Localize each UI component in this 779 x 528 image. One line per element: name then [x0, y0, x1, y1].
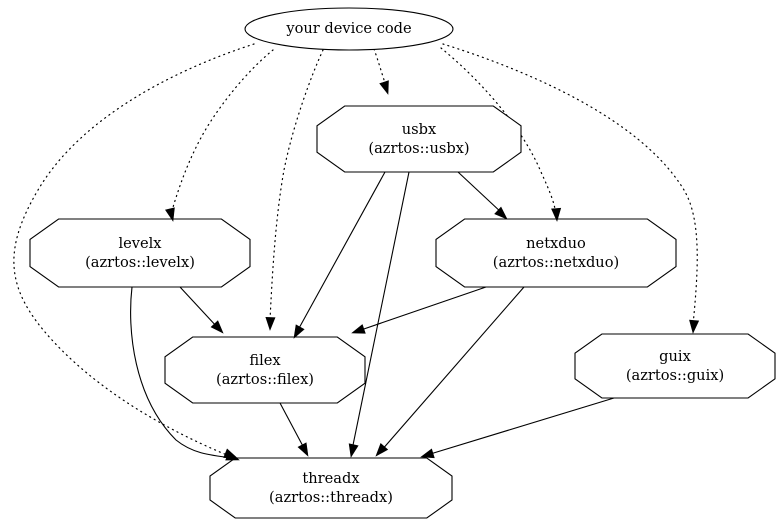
- node-levelx[interactable]: levelx(azrtos::levelx): [29, 218, 251, 288]
- arrowhead-filex_netx: [351, 324, 366, 334]
- node-label-device-primary: your device code: [285, 20, 411, 37]
- node-shape-filex: [164, 336, 366, 404]
- edge-filex-to-threadx: [279, 402, 306, 451]
- node-label-levelx-package: (azrtos::levelx): [85, 254, 195, 271]
- edge-usbx-to-netxduo: [457, 171, 504, 215]
- edge-device-to-filex: [269, 49, 324, 321]
- nodes-layer: your device codeusbx(azrtos::usbx)levelx…: [29, 7, 776, 519]
- node-shape-guix: [574, 333, 776, 399]
- node-label-levelx-primary: levelx: [118, 235, 162, 252]
- node-label-threadx-package: (azrtos::threadx): [269, 489, 393, 506]
- node-shape-device: [244, 7, 454, 51]
- node-label-netxduo-package: (azrtos::netxduo): [493, 254, 619, 271]
- edge-netxduo-to-filex: [357, 286, 487, 332]
- edge-usbx-to-filex: [297, 171, 386, 331]
- node-label-usbx-primary: usbx: [402, 121, 437, 138]
- node-device[interactable]: your device code: [244, 7, 454, 51]
- node-shape-usbx: [316, 105, 522, 173]
- edge-usbx-to-threadx: [351, 171, 410, 451]
- arrowhead-filex: [265, 317, 276, 331]
- edge-device-to-threadx: [13, 43, 255, 458]
- arrowhead-usbx: [379, 80, 389, 95]
- node-guix[interactable]: guix(azrtos::guix): [574, 333, 776, 399]
- node-label-filex-primary: filex: [249, 352, 281, 369]
- edge-levelx-to-threadx: [130, 286, 233, 459]
- node-usbx[interactable]: usbx(azrtos::usbx): [316, 105, 522, 173]
- arrowhead-netxduo_usbx: [494, 206, 508, 220]
- arrowhead-threadx_netx: [375, 443, 389, 457]
- node-netxduo[interactable]: netxduo(azrtos::netxduo): [435, 218, 677, 288]
- edge-device-to-levelx: [170, 49, 274, 215]
- node-label-threadx-primary: threadx: [302, 470, 360, 487]
- edges-layer: [13, 43, 698, 459]
- edge-levelx-to-filex: [179, 286, 219, 329]
- arrowhead-threadx_levelx: [223, 448, 238, 459]
- edge-device-to-netxduo: [440, 47, 557, 215]
- arrowhead-threadx_usbx: [348, 443, 359, 458]
- edge-device-to-usbx: [373, 48, 387, 87]
- arrowheads-layer: [165, 80, 700, 461]
- edge-device-to-guix: [442, 43, 698, 326]
- node-threadx[interactable]: threadx(azrtos::threadx): [209, 457, 453, 519]
- node-shape-netxduo: [435, 218, 677, 288]
- arrowhead-levelx: [165, 207, 175, 222]
- node-label-guix-package: (azrtos::guix): [626, 367, 724, 384]
- node-shape-threadx: [209, 457, 453, 519]
- edge-guix-to-threadx: [426, 397, 615, 456]
- node-shape-levelx: [29, 218, 251, 288]
- node-label-netxduo-primary: netxduo: [526, 235, 586, 252]
- arrowhead-netxduo: [551, 207, 562, 222]
- node-filex[interactable]: filex(azrtos::filex): [164, 336, 366, 404]
- arrowhead-threadx_guix: [420, 448, 435, 459]
- arrowhead-filex_usbx: [293, 324, 305, 339]
- node-label-filex-package: (azrtos::filex): [216, 371, 314, 388]
- arrowhead-guix: [689, 319, 700, 334]
- edge-netxduo-to-threadx: [380, 286, 525, 452]
- arrowhead-threadx_filex: [297, 442, 309, 457]
- arrowhead-filex_levelx: [210, 320, 224, 334]
- node-label-guix-primary: guix: [659, 348, 691, 365]
- node-label-usbx-package: (azrtos::usbx): [368, 140, 469, 157]
